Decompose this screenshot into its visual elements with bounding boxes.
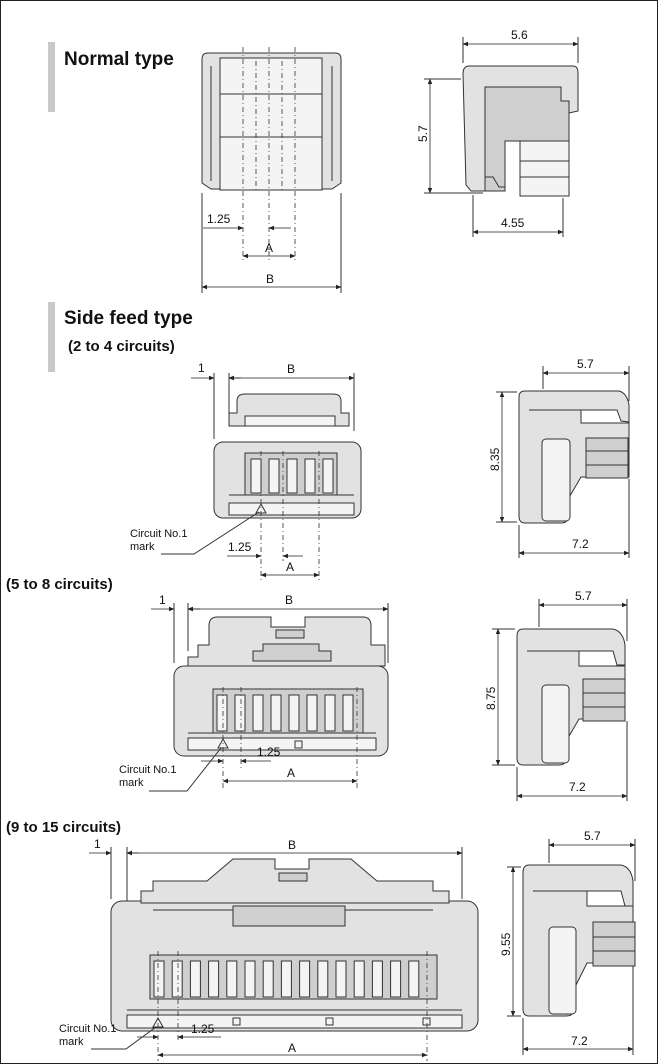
contact-slot xyxy=(408,960,420,998)
circuit-mark-label: Circuit No.1 xyxy=(119,764,176,776)
side-feed-9-15-side-view xyxy=(522,864,636,1017)
side-feed-bottom-label: 7.2 xyxy=(569,780,586,794)
contact-slot xyxy=(226,960,238,998)
contact-slot xyxy=(353,960,365,998)
contact-slot xyxy=(270,694,282,732)
side-feed-top-label: 5.7 xyxy=(575,589,592,603)
side-feed-a-label: A xyxy=(286,560,294,574)
side-feed-5-8-front-dimensions: 1 B 1.25 A Circuit No.1 mark xyxy=(119,593,389,792)
side-feed-2-4-front-view xyxy=(213,393,362,581)
contact-slot xyxy=(153,960,165,998)
normal-type-title: Normal type xyxy=(64,49,174,70)
section-accent-bar xyxy=(48,302,55,372)
normal-b-label: B xyxy=(266,272,274,286)
normal-side-view xyxy=(462,65,579,197)
contact-slot xyxy=(306,694,318,732)
section-accent-bar xyxy=(48,42,55,112)
contact-slot xyxy=(216,694,228,732)
side-feed-9-15-front-view xyxy=(110,858,479,1061)
side-feed-subtitle: (5 to 8 circuits) xyxy=(6,576,113,593)
contact-slot xyxy=(342,694,354,732)
contact-slot xyxy=(324,694,336,732)
side-feed-5-8-side-dimensions: 5.7 8.75 7.2 xyxy=(484,589,628,801)
side-feed-a-label: A xyxy=(287,766,295,780)
contact-slot xyxy=(189,960,201,998)
side-feed-subtitle: (9 to 15 circuits) xyxy=(6,819,121,836)
contact-slot xyxy=(244,960,256,998)
circuit-mark-label: mark xyxy=(119,777,144,789)
contact-slot xyxy=(371,960,383,998)
contact-slot xyxy=(208,960,220,998)
side-feed-9-15-front-dimensions: 1 B 1.25 A Circuit No.1 mark xyxy=(59,837,463,1058)
contact-slot xyxy=(299,960,311,998)
circuit-mark-label: mark xyxy=(130,541,155,553)
side-feed-b-label: B xyxy=(288,838,296,852)
side-feed-height-label: 8.75 xyxy=(484,686,498,710)
normal-height-label: 5.7 xyxy=(416,125,430,142)
normal-a-label: A xyxy=(265,241,273,255)
contact-slot xyxy=(288,694,300,732)
contact-slot xyxy=(234,694,246,732)
side-feed-height-label: 8.35 xyxy=(488,447,502,471)
contact-slot xyxy=(252,694,264,732)
circuit-mark-label: Circuit No.1 xyxy=(130,528,187,540)
side-feed-5-8-front-view xyxy=(173,616,389,791)
side-feed-9-15-side-dimensions: 5.7 9.55 7.2 xyxy=(499,829,636,1055)
contact-slot xyxy=(335,960,347,998)
normal-front-view xyxy=(201,47,342,261)
side-feed-bottom-label: 7.2 xyxy=(572,537,589,551)
side-feed-pitch-label: 1.25 xyxy=(257,745,281,759)
side-feed-offset-label: 1 xyxy=(198,361,205,375)
side-feed-2-4-front-dimensions: 1 B 1.25 A Circuit No.1 mark xyxy=(130,361,355,578)
circuit-mark-label: mark xyxy=(59,1036,84,1048)
side-feed-2-4-side-dimensions: 5.7 8.35 7.2 xyxy=(488,357,630,558)
side-feed-a-label: A xyxy=(288,1041,296,1055)
contact-slot xyxy=(280,960,292,998)
contact-slot xyxy=(317,960,329,998)
side-feed-bottom-label: 7.2 xyxy=(571,1034,588,1048)
side-feed-top-label: 5.7 xyxy=(577,357,594,371)
circuit-mark-label: Circuit No.1 xyxy=(59,1023,116,1035)
contact-slot xyxy=(262,960,274,998)
contact-slot xyxy=(171,960,183,998)
contact-slot xyxy=(390,960,402,998)
side-feed-5-8-side-view xyxy=(516,628,626,766)
side-feed-offset-label: 1 xyxy=(159,593,166,607)
side-feed-2-4-side-view xyxy=(518,390,630,524)
side-feed-b-label: B xyxy=(287,362,295,376)
side-feed-pitch-label: 1.25 xyxy=(228,540,252,554)
side-feed-pitch-label: 1.25 xyxy=(191,1022,215,1036)
side-feed-subtitle: (2 to 4 circuits) xyxy=(68,338,175,355)
normal-top-label: 5.6 xyxy=(511,28,528,42)
side-feed-title: Side feed type xyxy=(64,308,193,329)
side-feed-offset-label: 1 xyxy=(94,837,101,851)
normal-bottom-label: 4.55 xyxy=(501,216,525,230)
normal-side-dimensions: 5.6 5.7 4.55 xyxy=(416,28,579,237)
normal-front-dimensions: 1.25 A B xyxy=(201,193,342,293)
normal-pitch-label: 1.25 xyxy=(207,212,231,226)
side-feed-b-label: B xyxy=(285,593,293,607)
side-feed-height-label: 9.55 xyxy=(499,932,513,956)
side-feed-top-label: 5.7 xyxy=(584,829,601,843)
